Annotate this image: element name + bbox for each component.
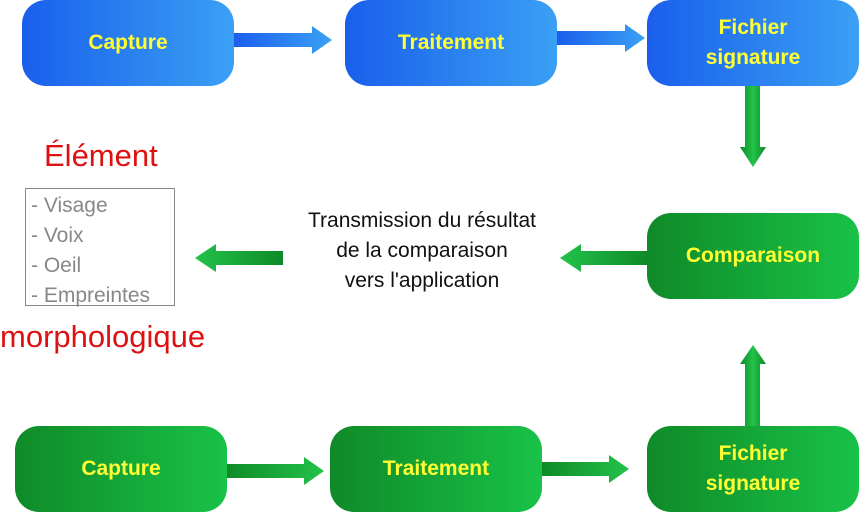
arrow-transmission-to-elements (195, 244, 283, 272)
bottom-traitement-node: Traitement (330, 426, 542, 512)
top-fichier-signature-node: Fichier signature (647, 0, 859, 86)
arrow-bottom-fichier-to-comparaison (740, 345, 766, 426)
elements-list: - Visage - Voix - Oeil - Empreintes (25, 188, 175, 307)
bottom-capture-node: Capture (15, 426, 227, 512)
top-capture-node: Capture (22, 0, 234, 86)
arrow-bottom-traitement-to-fichier (542, 455, 629, 483)
bottom-fichier-signature-node: Fichier signature (647, 426, 859, 512)
arrow-fichier-to-comparaison (740, 86, 766, 167)
arrow-bottom-capture-to-traitement (227, 457, 324, 485)
arrow-top-capture-to-traitement (234, 26, 332, 54)
transmission-label: Transmission du résultat de la comparais… (308, 209, 536, 292)
arrow-comparaison-to-transmission (560, 244, 647, 272)
arrow-top-traitement-to-fichier (557, 24, 645, 52)
list-item: - Visage (31, 194, 108, 217)
list-item: - Voix (31, 224, 84, 247)
element-label: Élément (44, 138, 158, 173)
list-item: - Empreintes (31, 284, 151, 307)
morphologique-label: morphologique (0, 319, 206, 354)
comparaison-node: Comparaison (647, 213, 859, 299)
list-item: - Oeil (31, 254, 82, 277)
top-traitement-node: Traitement (345, 0, 557, 86)
